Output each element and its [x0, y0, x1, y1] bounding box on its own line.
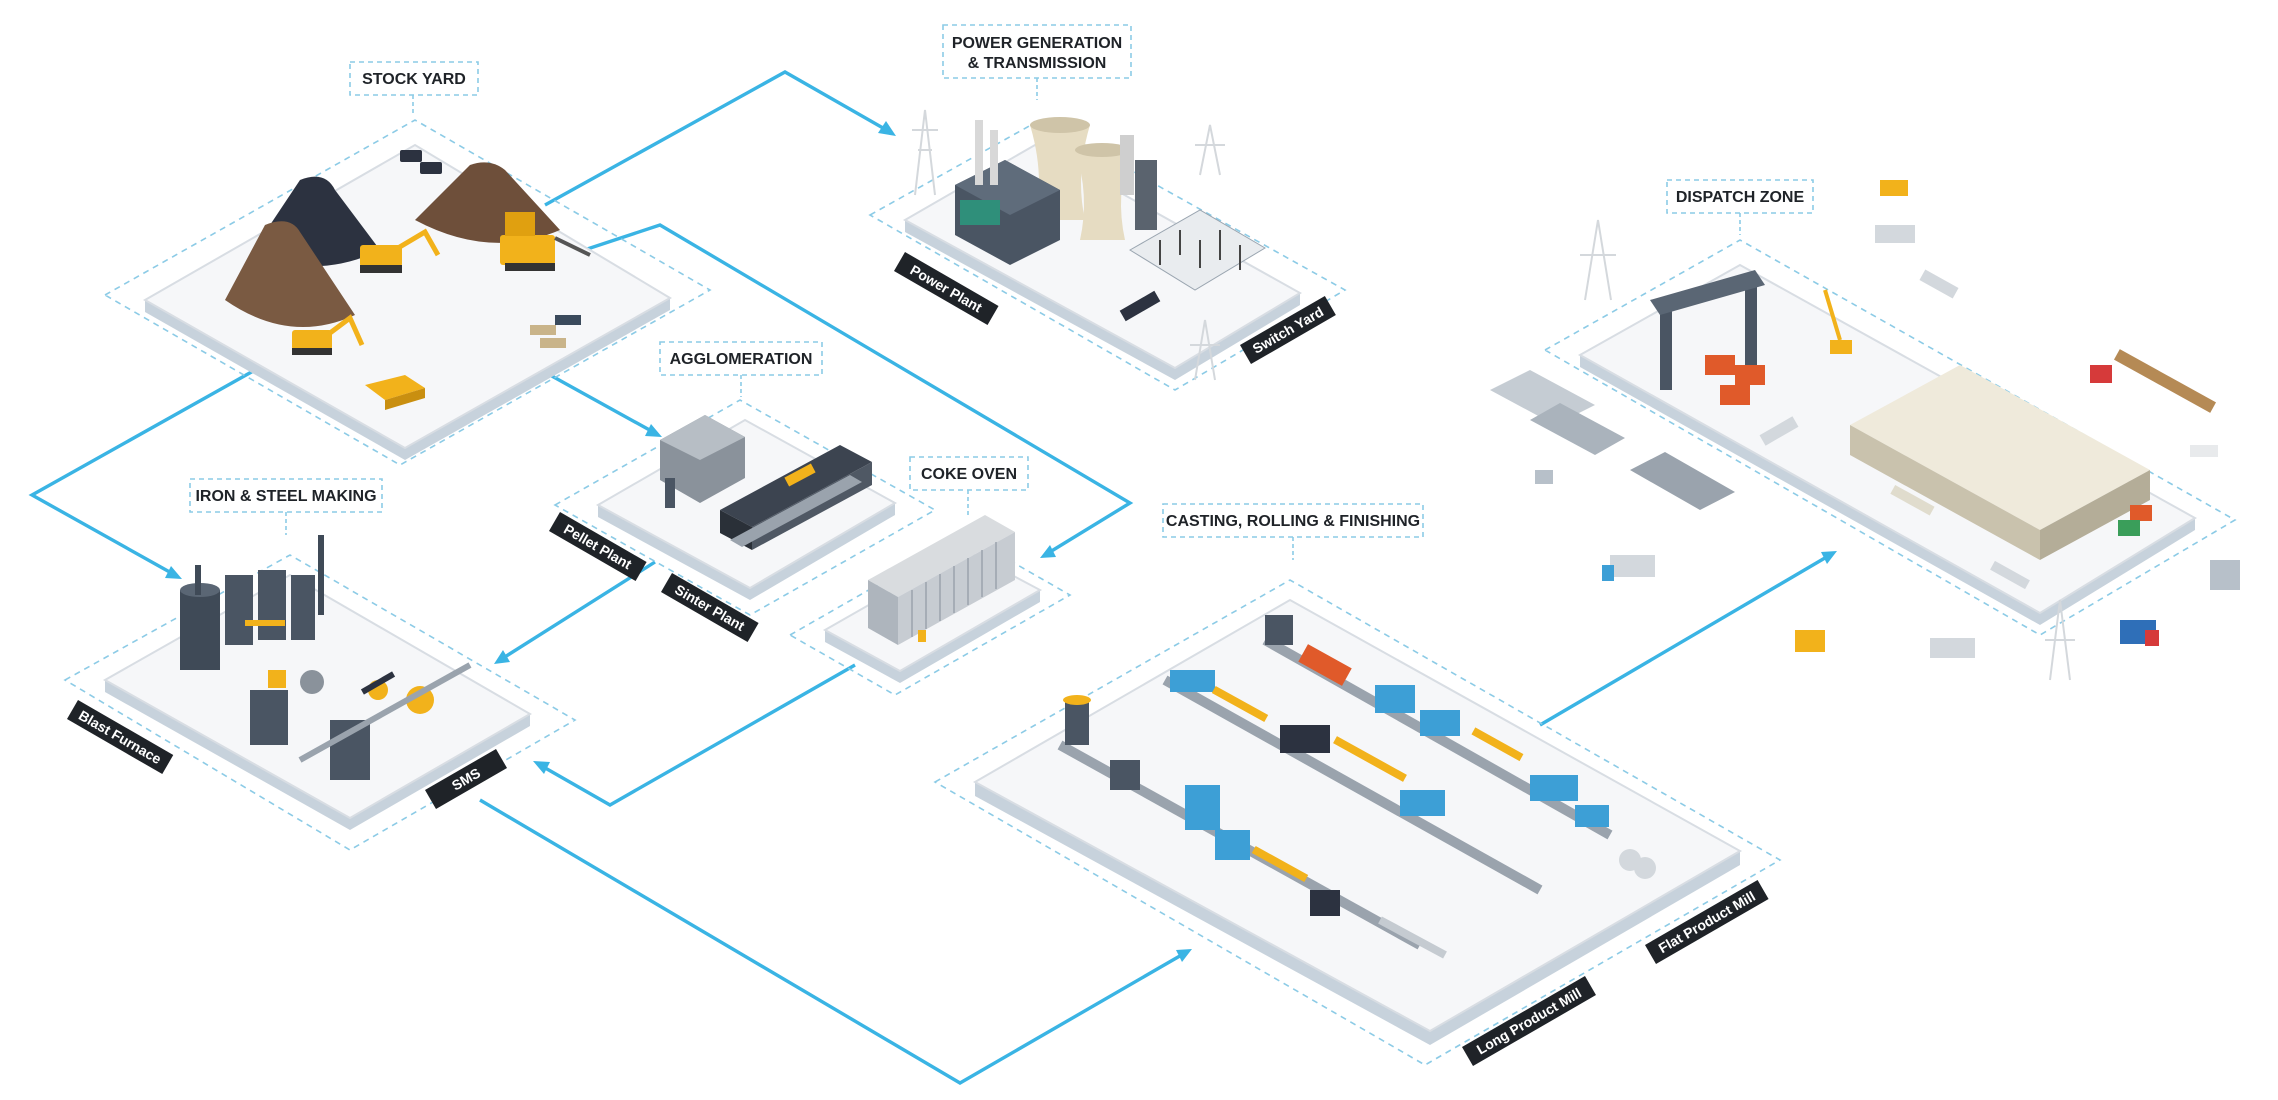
casting-zone: Long Product Mill Flat Product Mill CAST…	[933, 503, 1782, 1067]
casting-label: CASTING, ROLLING & FINISHING	[1162, 503, 1424, 560]
power-platform-side	[1175, 293, 1300, 380]
long-product-line	[1057, 695, 1447, 959]
steel-coils	[1890, 484, 2030, 590]
power-title-line2: & TRANSMISSION	[968, 55, 1107, 72]
stock-yard-zone: STOCK YARD	[103, 61, 712, 466]
material-bundles	[530, 315, 581, 348]
flow-arrows	[28, 70, 1837, 1085]
coke-oven-title: COKE OVEN	[921, 466, 1017, 483]
excavator	[292, 314, 365, 355]
transformer-array	[1159, 230, 1241, 270]
dispatch-zone: DISPATCH ZONE	[1490, 179, 2240, 681]
coke-oven-battery	[868, 515, 1015, 645]
casting-title: CASTING, ROLLING & FINISHING	[1166, 513, 1420, 530]
agglomeration-platform-side	[598, 505, 750, 600]
mobile-crane	[1823, 289, 1852, 354]
dispatch-label: DISPATCH ZONE	[1666, 179, 1814, 235]
casting-platform-side	[975, 782, 1430, 1045]
iron-steel-title: IRON & STEEL MAKING	[195, 488, 376, 505]
stock-yard-label: STOCK YARD	[349, 61, 479, 115]
coke-oven-zone: COKE OVEN	[788, 456, 1072, 696]
flow-stockyard-to-power	[544, 70, 891, 207]
power-dashed-boundary	[868, 119, 1347, 391]
power-platform-side	[905, 220, 1175, 380]
flow-casting-to-dispatch	[1539, 553, 1831, 727]
flow-stockyard-to-iron-steel	[28, 368, 256, 577]
casting-platform-side	[1430, 851, 1740, 1045]
agglomeration-label: AGGLOMERATION	[659, 341, 823, 397]
transmission-tower	[912, 109, 1225, 381]
dump-truck	[365, 375, 425, 410]
flow-arrowhead	[1176, 949, 1192, 962]
iron-ore-pile	[225, 221, 355, 327]
flow-arrowhead	[1040, 545, 1056, 558]
cooling-tower	[1075, 150, 1130, 240]
flow-arrowhead	[165, 566, 182, 579]
power-title-line1: POWER GENERATION	[952, 35, 1122, 52]
flat-product-line	[1162, 670, 1543, 895]
sms-converters	[250, 662, 472, 780]
flow-arrowhead	[1821, 551, 1837, 564]
transmission-tower	[1580, 219, 2075, 681]
flow-arrowhead	[878, 121, 896, 136]
casting-platform	[972, 598, 1743, 1033]
coke-oven-label: COKE OVEN	[909, 456, 1029, 515]
cooling-tower-top	[1075, 143, 1129, 157]
coke-oven-platform-side	[900, 590, 1040, 683]
flow-stockyard-to-coke-oven	[559, 223, 1134, 557]
reclaimer-machine	[500, 212, 591, 271]
power-label: POWER GENERATION & TRANSMISSION	[942, 24, 1132, 100]
flatbed-truck	[2090, 349, 2217, 413]
stock-yard-title: STOCK YARD	[362, 71, 466, 88]
dispatch-platform-side	[1580, 355, 2040, 625]
power-plant-equipment	[960, 200, 1000, 225]
coal-stack	[400, 150, 442, 174]
flow-agglomeration-to-iron-steel	[499, 560, 656, 662]
flow-coke-oven-to-sms	[539, 663, 856, 807]
iron-steel-zone: Blast Furnace SMS IRON & STEEL MAKING	[63, 478, 577, 851]
dispatch-platform-side	[2040, 518, 2195, 625]
truck	[1930, 638, 1975, 658]
sinter-machine	[720, 445, 872, 550]
boiler-house	[1135, 160, 1157, 230]
iron-steel-platform-side	[105, 680, 350, 830]
dispatch-dashed-boundary	[1543, 239, 2237, 636]
flow-sms-to-casting	[479, 798, 1186, 1085]
chimney	[975, 120, 983, 185]
bench	[1119, 290, 1161, 322]
stock-yard-platform-side	[145, 300, 405, 460]
gantry-crane	[1650, 270, 1765, 405]
iron-steel-label: IRON & STEEL MAKING	[189, 478, 383, 535]
warehouse	[1850, 365, 2152, 560]
agglomeration-title: AGGLOMERATION	[670, 351, 813, 368]
blast-furnace	[180, 535, 324, 670]
dispatch-title: DISPATCH ZONE	[1676, 189, 1805, 206]
chimney	[1120, 135, 1134, 195]
truck	[1602, 555, 1655, 581]
coke-oven-platform-side	[825, 630, 900, 683]
iron-steel-dashed-boundary	[63, 554, 577, 851]
power-zone: Power Plant Switch Yard POWER GENERATION…	[868, 24, 1347, 391]
flow-arrowhead	[533, 761, 550, 774]
truck	[2120, 620, 2159, 646]
stock-yard-dashed-boundary	[103, 119, 712, 466]
flow-arrowhead	[494, 650, 510, 664]
iron-steel-platform-side	[350, 714, 530, 830]
pellet-plant-building	[660, 415, 745, 508]
cooling-tower-top	[1030, 117, 1090, 133]
power-plant-tag-text: Power Plant	[908, 262, 986, 316]
flow-arrowhead	[645, 424, 662, 437]
switch-yard	[1129, 209, 1266, 291]
rolling-line	[1262, 615, 1656, 879]
casting-dashed-boundary	[933, 579, 1782, 1066]
stock-yard-platform-side	[405, 298, 670, 460]
excavator	[360, 228, 441, 273]
pipe-bundles	[1490, 269, 2240, 590]
chimney	[990, 130, 998, 185]
agglomeration-platform-side	[750, 503, 895, 600]
truck	[1795, 630, 1825, 652]
flow-stockyard-to-agglomeration	[549, 373, 656, 435]
truck	[1875, 180, 1915, 243]
